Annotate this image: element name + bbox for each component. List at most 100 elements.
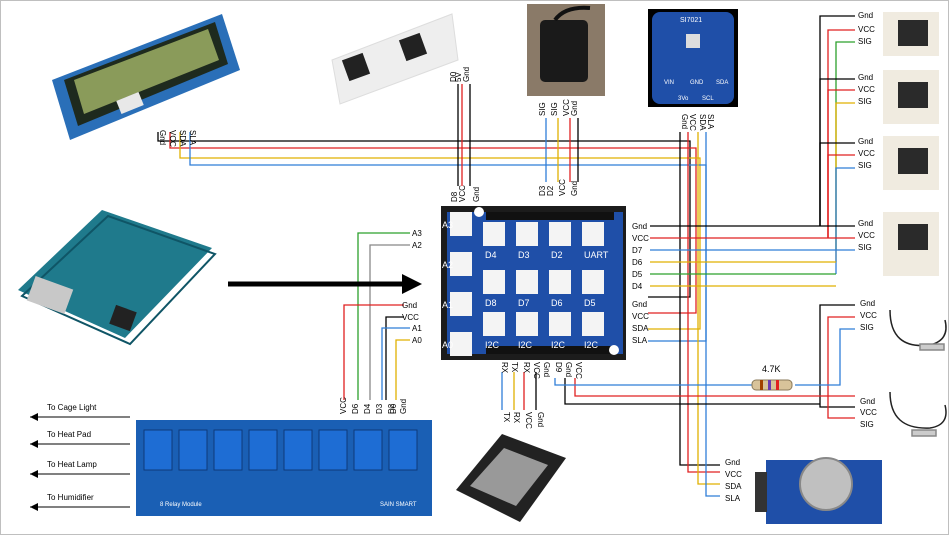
shield-right-lower-pin-label: Gnd xyxy=(632,300,647,309)
output-label: To Heat Pad xyxy=(47,430,91,439)
grove-port xyxy=(549,222,571,246)
relay-pin-label: D6 xyxy=(351,403,360,414)
output-arrowhead xyxy=(30,470,38,478)
shield-port-label: D6 xyxy=(551,298,563,308)
lcd-pin-label: Gnd xyxy=(158,130,167,145)
wire-si-vcc xyxy=(687,132,720,473)
shield-left-pin-label: A2 xyxy=(412,241,422,250)
arduino-board xyxy=(18,210,217,346)
shield-left-pin-label: Gnd xyxy=(402,301,417,310)
wire-rs1-gnd xyxy=(819,78,855,226)
probe-pin-label: Gnd xyxy=(860,299,875,308)
wire-si-gnd xyxy=(679,132,720,466)
shield-bottom-pin-label: RX xyxy=(500,362,509,374)
wire-shield-vcc-bottom xyxy=(574,378,855,397)
si7021-board-label: SDA xyxy=(716,80,728,86)
si7021-pin-label: Gnd xyxy=(680,114,689,129)
grove-port-analog xyxy=(450,212,472,236)
shield-bottom-pin-label: RX xyxy=(522,362,531,374)
rtc-pin-label: VCC xyxy=(725,470,742,479)
wire-rs2-vcc xyxy=(827,154,855,238)
shield-side-label: A0 xyxy=(442,340,453,350)
shield-right-lower-pin-label: SDA xyxy=(632,324,649,333)
shield-bottom-pin-label: TX xyxy=(510,362,519,373)
wire-lcd-gnd xyxy=(157,132,691,298)
lcd-pin-label: VCC xyxy=(168,130,177,147)
relay xyxy=(353,429,383,471)
wire-left-vcc xyxy=(343,304,404,400)
shield-top-pin-label: Gnd xyxy=(472,187,481,202)
relay xyxy=(388,429,418,471)
shield-right-lower-pin-label: SLA xyxy=(632,336,648,345)
shield-top-pin-label: D3 xyxy=(538,185,547,196)
relay xyxy=(248,429,278,471)
shield-port-label: I2C xyxy=(584,340,599,350)
rtc-module xyxy=(755,457,882,524)
si7021-pin-label: SLA xyxy=(706,114,715,130)
relay-pin-label: D2 xyxy=(387,403,396,414)
esp-board xyxy=(456,434,566,522)
light-sensor-pin-label: SIG xyxy=(538,102,547,116)
grove-port xyxy=(549,312,571,336)
rtc-pin-label: Gnd xyxy=(725,458,740,467)
wire-rs1-vcc xyxy=(827,89,855,238)
lcd-pin-label: SLA xyxy=(188,130,197,146)
wire-rs0-vcc xyxy=(827,29,855,238)
sensor-photos xyxy=(883,12,939,276)
output-arrowhead xyxy=(30,440,38,448)
sensor-pin-label: Gnd xyxy=(858,73,873,82)
grove-port xyxy=(582,312,604,336)
shield-side-label: A1 xyxy=(442,300,453,310)
shield-left-pin-label: A0 xyxy=(412,336,422,345)
relay-pin-label: D3 xyxy=(375,403,384,414)
lcd-display xyxy=(52,14,240,140)
shield-port-label: UART xyxy=(584,250,609,260)
wire-rs2-sig xyxy=(835,167,855,274)
grove-port xyxy=(582,270,604,294)
light-sensor xyxy=(527,4,605,96)
shield-side-label: A2 xyxy=(442,260,453,270)
relay xyxy=(318,429,348,471)
shield-side-label: A3 xyxy=(442,220,453,230)
light-sensor-pin-label: VCC xyxy=(562,99,571,116)
led-strip xyxy=(331,13,459,105)
sensor-pin-label: SIG xyxy=(858,243,872,252)
grove-port xyxy=(516,312,538,336)
wire-si-sda xyxy=(697,132,720,485)
si7021-board: SI7021 xyxy=(648,9,738,107)
wire-shield-gnd-bottom xyxy=(564,378,820,405)
sensor-pin-label: Gnd xyxy=(858,219,873,228)
arrow-to-shield xyxy=(228,274,422,294)
grove-port xyxy=(516,270,538,294)
sensor-pin-label: SIG xyxy=(858,97,872,106)
relay-module: 8 Relay Module SAIN SMART xyxy=(136,420,432,516)
grove-port xyxy=(483,312,505,336)
rtc-pin-label: SDA xyxy=(725,482,742,491)
grove-port xyxy=(483,222,505,246)
wire-probe-gnd xyxy=(819,304,855,408)
resistor-label: 4.7K xyxy=(762,364,781,374)
output-arrowhead xyxy=(30,413,38,421)
grove-port xyxy=(582,222,604,246)
shield-port-label: D4 xyxy=(485,250,497,260)
light-sensor-pin-label: SIG xyxy=(550,102,559,116)
wire-probe-vcc xyxy=(827,316,855,419)
resistor: 4.7K xyxy=(751,364,793,391)
si7021-pin-label: VCC xyxy=(688,114,697,131)
wire-a3 xyxy=(357,232,410,400)
led-pin-label: D0 xyxy=(449,71,458,82)
shield-bottom-pin-label: Gnd xyxy=(542,362,551,377)
si7021-board-label: SCL xyxy=(702,96,714,102)
temp-probes xyxy=(889,309,947,437)
shield-port-label: I2C xyxy=(518,340,533,350)
esp-pin-label: TX xyxy=(502,412,511,423)
sensor-pin-label: VCC xyxy=(858,231,875,240)
relay xyxy=(213,429,243,471)
shield-right-lower-pin-label: VCC xyxy=(632,312,649,321)
shield-right-pin-label: Gnd xyxy=(632,222,647,231)
shield-port-label: D7 xyxy=(518,298,530,308)
shield-right-pin-label: VCC xyxy=(632,234,649,243)
wire-lcd-sda xyxy=(179,132,701,330)
